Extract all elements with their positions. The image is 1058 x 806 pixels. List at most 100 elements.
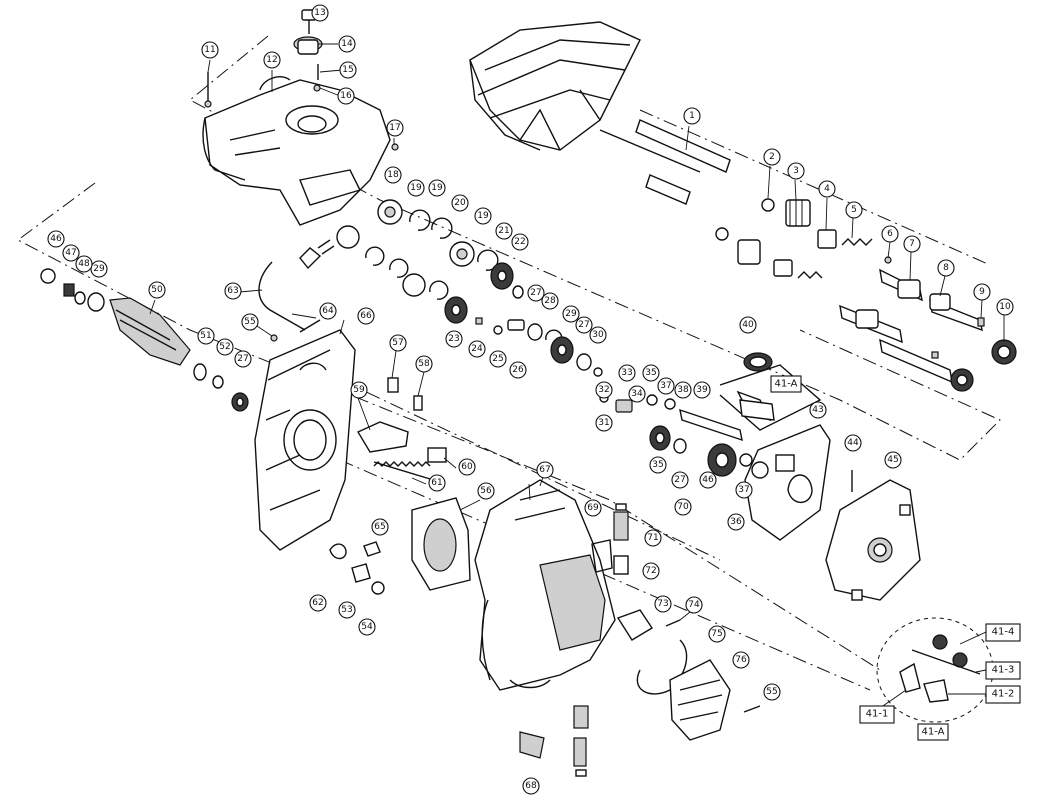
callout-number: 27: [578, 320, 589, 330]
callout-circle: [428, 179, 446, 197]
callout-number: 73: [657, 599, 668, 609]
callout-number: 50: [151, 285, 163, 295]
part-callout-16: 16: [337, 87, 355, 105]
part-callout-29b: 29: [90, 260, 108, 278]
callout-circle: [47, 230, 65, 248]
callout-circle: [474, 207, 492, 225]
callout-number: 69: [587, 503, 599, 513]
part-callout-34: 34: [628, 385, 646, 403]
svg-text:41-3: 41-3: [992, 665, 1015, 676]
callout-number: 24: [471, 344, 483, 354]
callout-circle: [973, 283, 991, 301]
callout-number: 32: [598, 385, 609, 395]
callout-circle: [595, 414, 613, 432]
callout-circle: [489, 350, 507, 368]
callout-number: 22: [514, 237, 525, 247]
callout-number: 8: [943, 263, 949, 273]
callout-circle: [495, 222, 513, 240]
part-callout-1: 1: [683, 107, 701, 125]
callout-circle: [683, 107, 701, 125]
callout-number: 43: [812, 405, 823, 415]
part-callout-51: 51: [197, 327, 215, 345]
callout-circle: [527, 284, 545, 302]
callout-circle: [595, 381, 613, 399]
callout-circle: [937, 259, 955, 277]
part-callout-24: 24: [468, 340, 486, 358]
gear-housing-top-part: [202, 76, 391, 226]
bracket-41a-group: [719, 364, 822, 431]
callout-circle: [445, 330, 463, 348]
callout-number: 29: [93, 264, 105, 274]
callout-circle: [197, 327, 215, 345]
handle-housing-part: [474, 479, 616, 691]
callout-number: 61: [431, 478, 442, 488]
part-callout-32: 32: [595, 381, 613, 399]
part-callout-23: 23: [445, 330, 463, 348]
callout-circle: [657, 377, 675, 395]
part-callout-39: 39: [693, 381, 711, 399]
part-callout-18: 18: [384, 166, 402, 184]
part-callout-46b: 46: [699, 471, 717, 489]
part-callout-76: 76: [732, 651, 750, 669]
callout-number: 10: [999, 302, 1011, 312]
callout-number: 36: [730, 517, 742, 527]
part-callout-64: 64: [319, 302, 337, 320]
callout-number: 55: [766, 687, 777, 697]
callout-number: 26: [512, 365, 524, 375]
part-callout-36: 36: [727, 513, 745, 531]
callout-circle: [234, 350, 252, 368]
svg-text:41-1: 41-1: [866, 709, 889, 720]
part-callout-46a: 46: [47, 230, 65, 248]
callout-number: 28: [544, 296, 556, 306]
gearbox-cover-parts: [744, 424, 921, 601]
callout-circle: [338, 601, 356, 619]
boxed-labels: 41-A 41-4 41-3 41-2 41-1 41-A: [770, 375, 1021, 741]
callout-circle: [732, 651, 750, 669]
part-callout-7: 7: [903, 235, 921, 253]
part-callout-37b: 37: [735, 481, 753, 499]
callout-number: 75: [711, 629, 722, 639]
callout-circle: [674, 381, 692, 399]
callout-number: 31: [598, 418, 609, 428]
callout-circle: [727, 513, 745, 531]
callout-number: 38: [677, 385, 689, 395]
part-callout-73: 73: [654, 595, 672, 613]
part-callout-22: 22: [511, 233, 529, 251]
stator-part: [411, 497, 471, 591]
part-callout-31: 31: [595, 414, 613, 432]
part-callout-45: 45: [884, 451, 902, 469]
callout-number: 27: [674, 475, 685, 485]
part-callout-71: 71: [644, 529, 662, 547]
part-callout-37a: 37: [657, 377, 675, 395]
part-callout-58: 58: [415, 355, 433, 373]
callout-number: 70: [677, 502, 689, 512]
callout-number: 62: [312, 598, 323, 608]
part-callout-30: 30: [589, 326, 607, 344]
callout-circle: [224, 282, 242, 300]
callout-circle: [642, 364, 660, 382]
motor-housing-frame-part: [254, 329, 356, 551]
callout-circle: [428, 474, 446, 492]
callout-circle: [809, 401, 827, 419]
part-callout-75: 75: [708, 625, 726, 643]
part-callout-43: 43: [809, 401, 827, 419]
callout-circle: [674, 498, 692, 516]
callout-circle: [338, 35, 356, 53]
label-41-3: 41-3: [975, 661, 1021, 680]
callout-number: 6: [887, 229, 893, 239]
part-callout-5: 5: [845, 201, 863, 219]
part-callout-27d: 27: [234, 350, 252, 368]
part-callout-27c: 27: [671, 471, 689, 489]
part-callout-56: 56: [477, 482, 495, 500]
callout-number: 11: [204, 45, 215, 55]
callout-circle: [357, 307, 375, 325]
callout-number: 27: [237, 354, 248, 364]
callout-circle: [62, 244, 80, 262]
callout-number: 44: [847, 438, 859, 448]
part-callout-25: 25: [489, 350, 507, 368]
callout-circle: [241, 313, 259, 331]
part-callout-20: 20: [451, 194, 469, 212]
label-41a-bottom: 41-A: [917, 723, 949, 741]
callout-number: 21: [498, 226, 509, 236]
